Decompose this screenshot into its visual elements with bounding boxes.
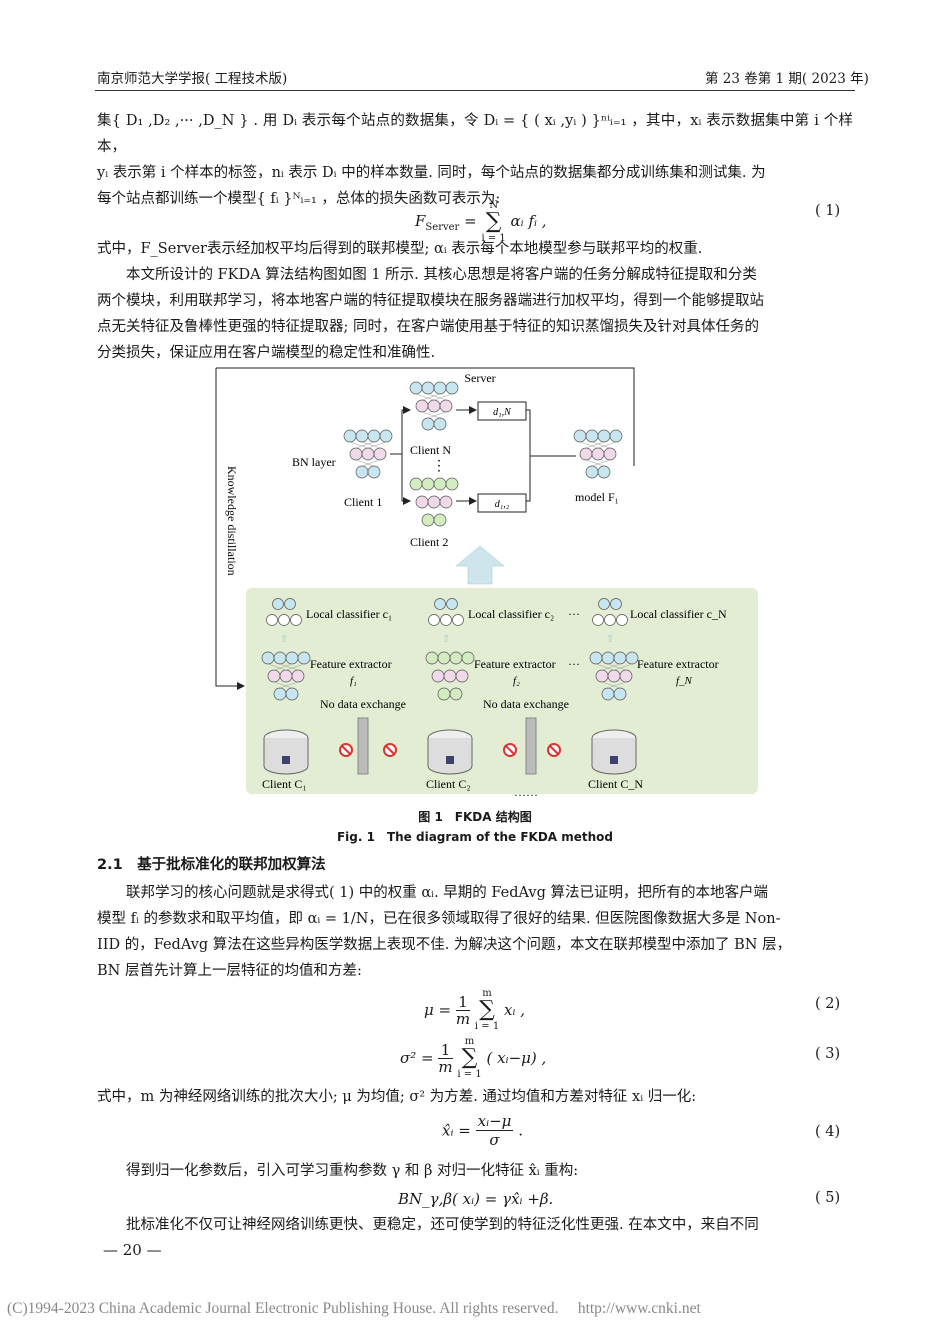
bn-layer-label: BN layer xyxy=(292,455,336,469)
text-line: 分类损失，保证应用在客户端模型的稳定性和准确性. xyxy=(97,345,436,361)
eq-body: αᵢ fᵢ , xyxy=(510,212,547,230)
eq-lhs: μ = xyxy=(424,1001,452,1019)
kd-label: Knowledge distillation xyxy=(225,466,239,576)
eq-number-4: ( 4) xyxy=(815,1124,841,1140)
local-cN: Local classifier c_N xyxy=(630,607,727,621)
eq-lhs: σ² = xyxy=(400,1049,434,1067)
paragraph-eq1-explain: 式中，F_Server表示经加权平均后得到的联邦模型; αᵢ 表示每个本地模型参… xyxy=(97,241,703,257)
paragraph-batch: 式中，m 为神经网络训练的批次大小; μ 为均值; σ² 为方差. 通过均值和方… xyxy=(97,1089,697,1105)
text-line: BN 层首先计算上一层特征的均值和方差: xyxy=(97,963,362,979)
d1N-label: d₁,N xyxy=(493,407,512,418)
copyright-footer: (C)1994-2023 China Academic Journal Elec… xyxy=(7,1300,701,1317)
fe2: Feature extractor xyxy=(474,657,556,671)
header-rule xyxy=(95,90,855,91)
eq-lhs: x̂ᵢ = xyxy=(442,1121,471,1140)
up-arrow-icon: ⇧ xyxy=(280,634,288,645)
sum-bot: i = 1 xyxy=(457,1069,482,1080)
text-line: 联邦学习的核心问题就是求得式( 1) 中的权重 αᵢ. 早期的 FedAvg 算… xyxy=(126,885,768,901)
equation-1: FServer = N ∑ i = 1 αᵢ fᵢ , xyxy=(415,200,547,244)
text-line: 本文所设计的 FKDA 算法结构图如图 1 所示. 其核心思想是将客户端的任务分… xyxy=(126,267,757,283)
sum-top: m xyxy=(482,988,492,999)
section-heading: 2.1 基于批标准化的联邦加权算法 xyxy=(97,857,326,873)
eq-number-3: ( 3) xyxy=(815,1046,841,1062)
sum-top: m xyxy=(464,1036,475,1047)
paragraph-datasets: 集{ D₁ ,D₂ ,··· ,D_N } . 用 Dᵢ 表示每个站点的数据集，… xyxy=(97,108,853,212)
frac-den: m xyxy=(455,1009,471,1028)
text-line: 集{ D₁ ,D₂ ,··· ,D_N } . 用 Dᵢ 表示每个站点的数据集，… xyxy=(97,113,853,155)
text-line: IID 的，FedAvg 算法在这些异构医学数据上表现不佳. 为解决这个问题，本… xyxy=(97,937,792,953)
eq-lhs: F xyxy=(415,212,426,230)
text-line: 两个模块，利用联邦学习，将本地客户端的特征提取模块在服务器端进行加权平均，得到一… xyxy=(97,293,764,309)
text-line: yᵢ 表示第 i 个样本的标签，nᵢ 表示 Dᵢ 中的样本数量. 同时，每个站点… xyxy=(97,165,766,181)
dots: …… xyxy=(514,785,538,798)
vertical-dots: ⋮ xyxy=(432,459,446,474)
ellipsis: ··· xyxy=(568,657,580,671)
sum-top: N xyxy=(489,200,498,211)
nde1: No data exchange xyxy=(320,697,406,711)
f1: f₁ xyxy=(350,675,357,687)
paragraph-reconstruct: 得到归一化参数后，引入可学习重构参数 γ 和 β 对归一化特征 x̂ᵢ 重构: xyxy=(126,1163,579,1179)
model-label: model F₁ xyxy=(575,490,619,504)
page-number: — 20 — xyxy=(103,1241,162,1259)
eq-body: ( xᵢ−μ) , xyxy=(486,1049,547,1067)
local-c2: Local classifier c₂ xyxy=(468,607,554,621)
eq-body: xᵢ , xyxy=(503,1001,525,1019)
equation-3: σ² = 1 m m ∑ i = 1 ( xᵢ−μ) , xyxy=(400,1036,547,1080)
figure-caption-en: Fig. 1 The diagram of the FKDA method xyxy=(336,830,614,844)
sum-bot: i = 1 xyxy=(481,233,506,244)
fkda-diagram: Server Knowledge distillation BN layer C… xyxy=(215,367,758,798)
frac-num: 1 xyxy=(455,994,471,1011)
eq-number-5: ( 5) xyxy=(815,1190,841,1206)
client1-label: Client 1 xyxy=(344,495,382,509)
text-line: 模型 fᵢ 的参数求和取平均值，即 αᵢ = 1/N，已在很多领域取得了很好的结… xyxy=(97,911,781,927)
clientCN: Client C_N xyxy=(588,777,643,791)
clientC1: Client C₁ xyxy=(262,777,307,791)
feN: Feature extractor xyxy=(637,657,719,671)
up-arrow-icon: ⇧ xyxy=(606,634,614,645)
frac-num: 1 xyxy=(438,1042,453,1059)
clientN-label: Client N xyxy=(410,443,451,457)
text-line: 点无关特征及鲁棒性更强的特征提取器; 同时，在客户端使用基于特征的知识蒸馏损失及… xyxy=(97,319,759,335)
d12-label: d₁,₂ xyxy=(495,499,510,510)
eq-tail: . xyxy=(518,1121,523,1140)
eq-number-1: ( 1) xyxy=(815,203,841,219)
nde2: No data exchange xyxy=(483,697,569,711)
fe1: Feature extractor xyxy=(310,657,392,671)
eq-sub: Server xyxy=(425,222,460,233)
sum-bot: i = 1 xyxy=(474,1021,500,1032)
ellipsis: ··· xyxy=(568,607,580,621)
frac-den: m xyxy=(438,1057,453,1076)
server-label: Server xyxy=(464,371,495,385)
eq-number-2: ( 2) xyxy=(815,996,841,1012)
paragraph-bn-benefit: 批标准化不仅可让神经网络训练更快、更稳定，还可使学到的特征泛化性更强. 在本文中… xyxy=(126,1217,759,1233)
f2: f₂ xyxy=(513,675,520,687)
local-c1: Local classifier c₁ xyxy=(306,607,392,621)
paragraph-fkda: 本文所设计的 FKDA 算法结构图如图 1 所示. 其核心思想是将客户端的任务分… xyxy=(97,262,853,366)
equation-2: μ = 1 m m ∑ i = 1 xᵢ , xyxy=(424,988,525,1032)
journal-header: 南京师范大学学报( 工程技术版) xyxy=(97,71,288,87)
paragraph-fedavg: 联邦学习的核心问题就是求得式( 1) 中的权重 αᵢ. 早期的 FedAvg 算… xyxy=(97,880,853,984)
client2-label: Client 2 xyxy=(410,535,448,549)
figure-caption-cn: 图 1 FKDA 结构图 xyxy=(418,810,532,824)
equation-5: BN_γ,β( xᵢ) = γx̂ᵢ +β. xyxy=(398,1190,554,1208)
equation-4: x̂ᵢ = xᵢ−μ σ . xyxy=(442,1112,523,1149)
frac-num: xᵢ−μ xyxy=(475,1112,514,1131)
issue-header: 第 23 卷第 1 期( 2023 年) xyxy=(705,71,869,87)
up-arrow-icon: ⇧ xyxy=(442,634,450,645)
frac-den: σ xyxy=(489,1131,500,1149)
text-line: 每个站点都训练一个模型{ fᵢ }ᴺᵢ₌₁ ，总体的损失函数可表示为: xyxy=(97,191,501,207)
clientC2: Client C₂ xyxy=(426,777,471,791)
fN: f_N xyxy=(676,675,693,687)
